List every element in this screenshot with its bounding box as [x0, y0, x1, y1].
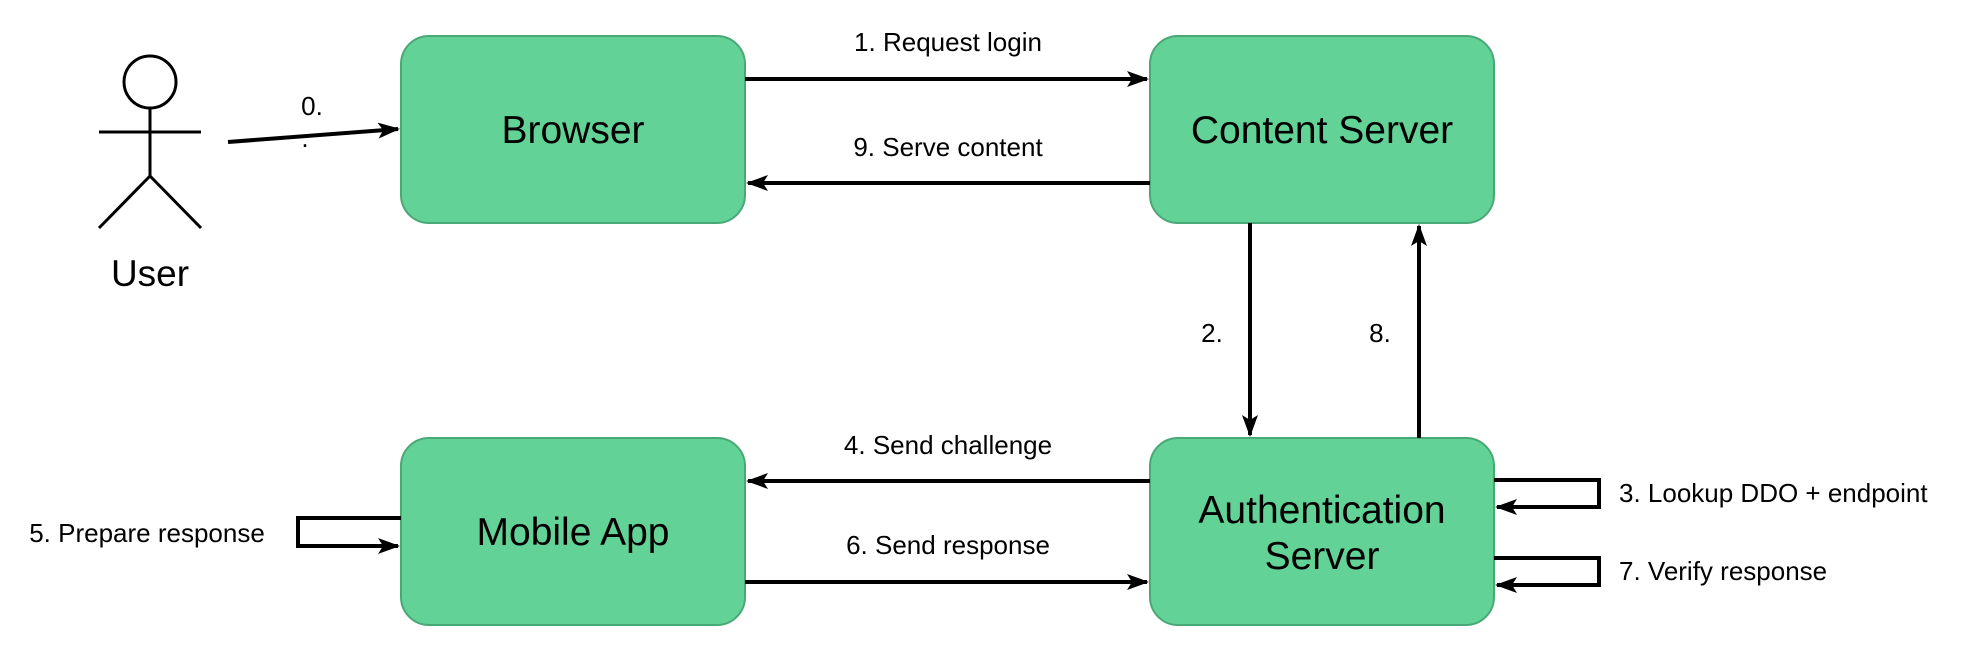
- user-actor: User: [97, 54, 203, 294]
- edge-3-label: 3. Lookup DDO + endpoint: [1619, 478, 1928, 508]
- edge-1: 1. Request login: [745, 27, 1149, 87]
- edge-7-label: 7. Verify response: [1619, 556, 1827, 586]
- edge-2-label: 2.: [1201, 318, 1223, 348]
- edge-9-label: 9. Serve content: [853, 132, 1043, 162]
- edge-0-label: 0.: [301, 91, 323, 121]
- edge-2: 2.: [1201, 223, 1258, 437]
- edge-5: 5. Prepare response: [29, 516, 401, 554]
- node-authentication-server: Authentication Server: [1149, 437, 1495, 626]
- edge-4: 4. Send challenge: [746, 430, 1150, 489]
- edge-1-label: 1. Request login: [854, 27, 1042, 57]
- edge-3: 3. Lookup DDO + endpoint: [1494, 478, 1928, 515]
- user-actor-right-leg: [148, 174, 203, 230]
- node-content-server-label: Content Server: [1191, 109, 1453, 152]
- node-authentication-server-label-line1: Authentication: [1198, 489, 1445, 532]
- node-browser: Browser: [400, 35, 746, 224]
- node-mobile-app: Mobile App: [400, 437, 746, 626]
- edge-4-label: 4. Send challenge: [844, 430, 1052, 460]
- edge-8-label: 8.: [1369, 318, 1391, 348]
- edge-0-label-dot: .: [301, 123, 308, 153]
- user-actor-head: [122, 54, 178, 110]
- edge-0: 0. .: [227, 91, 400, 153]
- edge-9: 9. Serve content: [746, 132, 1150, 191]
- node-content-server: Content Server: [1149, 35, 1495, 224]
- node-mobile-app-label: Mobile App: [477, 511, 670, 554]
- edge-8: 8.: [1369, 224, 1427, 438]
- edge-5-label: 5. Prepare response: [29, 518, 265, 548]
- edge-6: 6. Send response: [745, 530, 1149, 590]
- edge-6-label: 6. Send response: [846, 530, 1050, 560]
- node-browser-label: Browser: [501, 109, 644, 152]
- user-actor-label: User: [111, 253, 189, 294]
- edge-7: 7. Verify response: [1494, 556, 1827, 593]
- node-authentication-server-label-line2: Server: [1265, 535, 1380, 578]
- user-actor-left-leg: [97, 174, 152, 230]
